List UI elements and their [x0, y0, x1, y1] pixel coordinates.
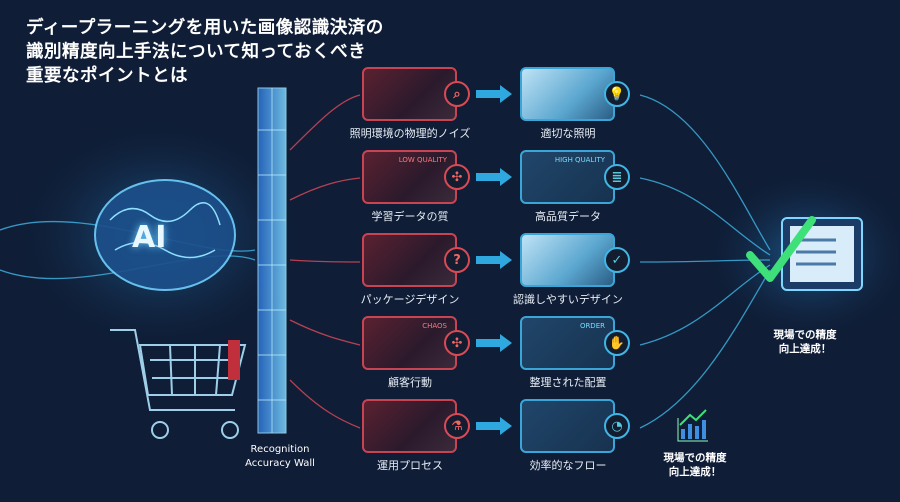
database-icon: ≣: [604, 164, 630, 190]
problem-card: [362, 67, 457, 121]
problem-label: パッケージデザイン: [360, 293, 460, 306]
solution-label: 効率的なフロー: [529, 459, 607, 472]
title-line: 重要なポイントとは: [26, 66, 188, 86]
page-title: ディープラーニングを用いた画像認識決済の 識別精度向上手法について知っておくべき…: [26, 16, 384, 88]
result-label-top: 現場での精度 向上達成！: [760, 328, 850, 356]
result-line: 向上達成！: [668, 466, 722, 478]
result-label-bottom: 現場での精度 向上達成！: [650, 451, 740, 479]
network-icon: ✣: [444, 164, 470, 190]
solution-label: 高品質データ: [535, 210, 601, 223]
solution-label: 適切な照明: [540, 127, 596, 140]
result-line: 現場での精度: [773, 329, 837, 341]
lightbulb-icon: 💡: [604, 81, 630, 107]
problem-card: LOW QUALITY: [362, 150, 457, 204]
title-line: ディープラーニングを用いた画像認識決済の: [26, 18, 384, 38]
flask-icon: ⚗: [444, 413, 470, 439]
wall-label-line: Accuracy Wall: [245, 458, 315, 469]
solution-tag: HIGH QUALITY: [554, 156, 605, 164]
hand-icon: ✋: [604, 330, 630, 356]
problem-card: CHAOS: [362, 316, 457, 370]
ai-label: AI: [132, 220, 167, 255]
problem-card: [362, 233, 457, 287]
wall-label-line: Recognition: [250, 444, 310, 455]
arrow-icon: [476, 417, 512, 435]
problem-label: 運用プロセス: [377, 459, 443, 472]
solution-card: HIGH QUALITY: [520, 150, 615, 204]
problem-label: 学習データの質: [371, 210, 449, 223]
title-line: 識別精度向上手法について知っておくべき: [26, 42, 367, 62]
solution-card: ORDER: [520, 316, 615, 370]
problem-label: 照明環境の物理的ノイズ: [349, 127, 471, 140]
magnifier-icon: ⌕: [444, 81, 470, 107]
check-icon: ✓: [604, 247, 630, 273]
recognition-wall: [257, 87, 287, 434]
arrow-icon: [476, 85, 512, 103]
solution-card: [520, 399, 615, 453]
problem-label: 顧客行動: [388, 376, 432, 389]
solution-card: [520, 67, 615, 121]
problem-card: [362, 399, 457, 453]
solution-card: [520, 233, 615, 287]
arrow-icon: [476, 168, 512, 186]
problem-tag: LOW QUALITY: [398, 156, 447, 164]
arrow-icon: [476, 251, 512, 269]
monitor-icon: [781, 217, 863, 291]
solution-label: 認識しやすいデザイン: [513, 293, 623, 306]
wall-label: Recognition Accuracy Wall: [220, 443, 340, 471]
question-icon: ?: [444, 247, 470, 273]
arrow-icon: [476, 334, 512, 352]
solution-tag: ORDER: [579, 322, 605, 330]
growth-chart-icon: [677, 409, 708, 442]
gauge-icon: ◔: [604, 413, 630, 439]
network-icon: ✣: [444, 330, 470, 356]
problem-tag: CHAOS: [422, 322, 447, 330]
result-line: 現場での精度: [663, 452, 727, 464]
brain-icon: [94, 179, 236, 291]
solution-label: 整理された配置: [529, 376, 607, 389]
shopping-cart-icon: [110, 329, 247, 439]
checkmark-icon: [746, 216, 816, 282]
result-line: 向上達成！: [778, 343, 832, 355]
